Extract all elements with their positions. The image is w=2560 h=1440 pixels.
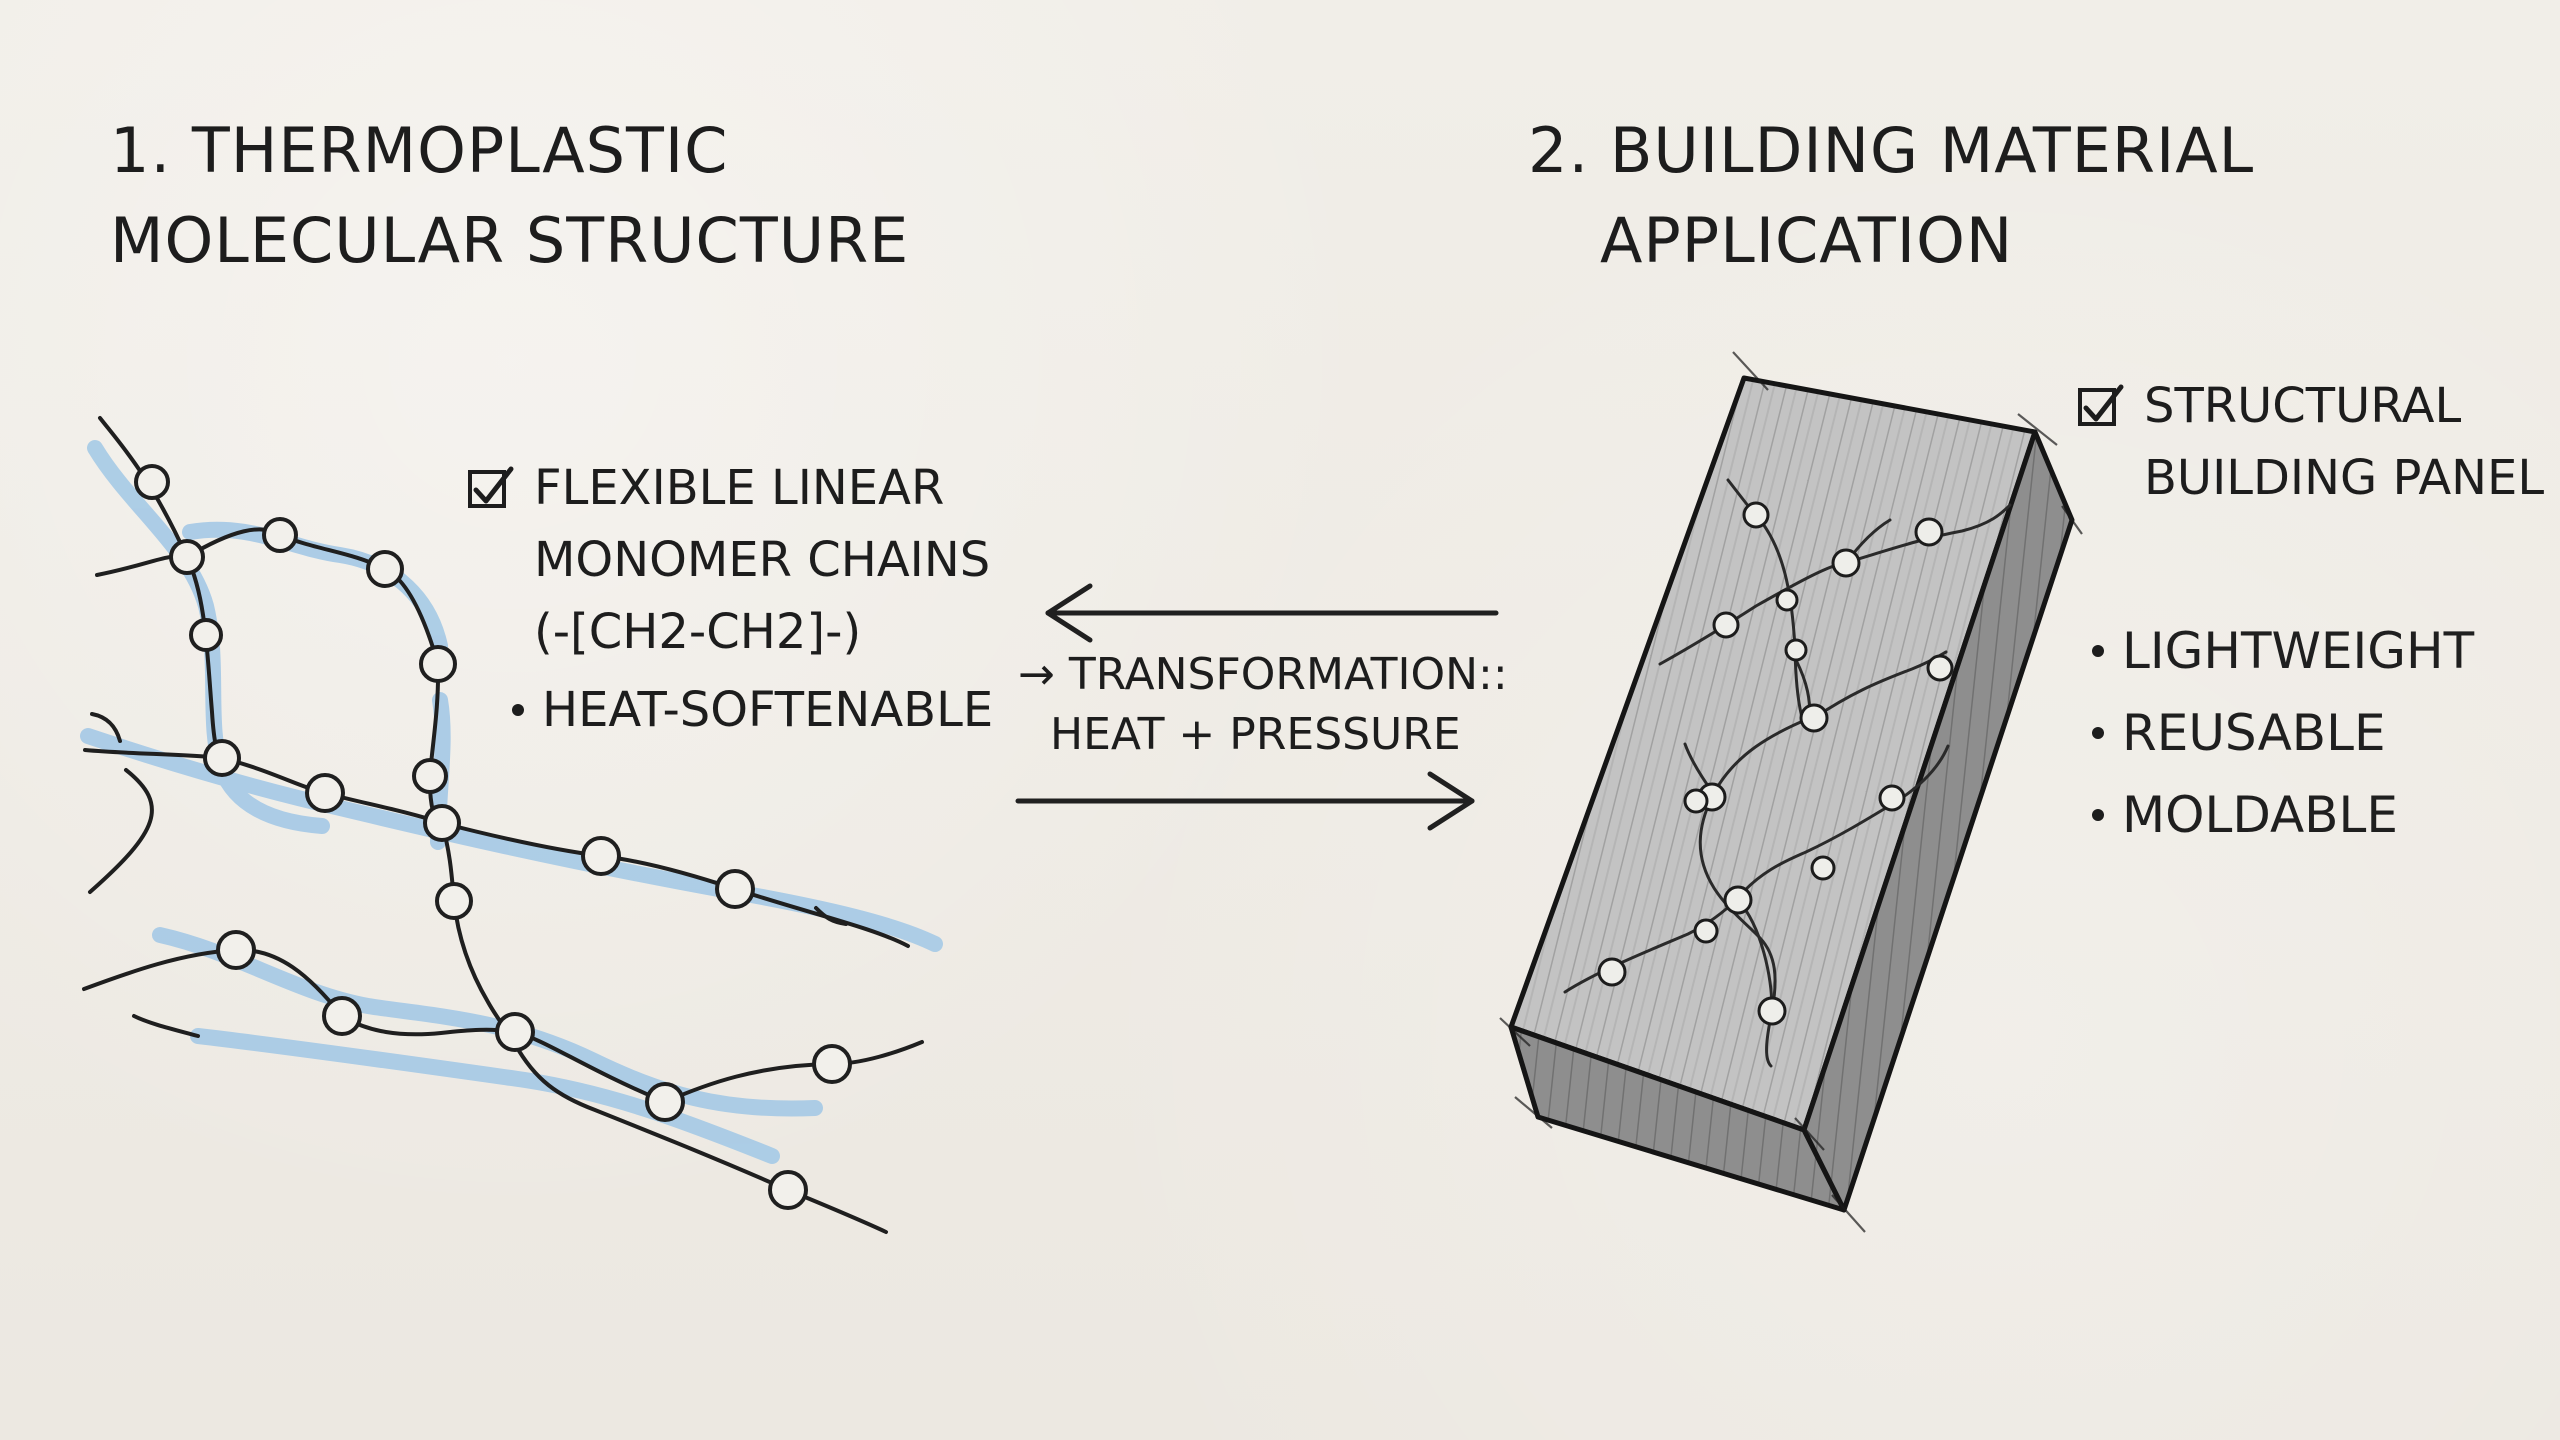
building-panel-illustration bbox=[1499, 351, 2083, 1233]
right-title-line-1: 2. BUILDING MATERIAL bbox=[1528, 114, 2255, 187]
right-bullet-item: REUSABLE bbox=[2092, 692, 2474, 774]
right-check-row: STRUCTURAL BUILDING PANEL bbox=[2076, 370, 2546, 514]
right-title-line-2: APPLICATION bbox=[1600, 204, 2014, 277]
chain-nodes bbox=[134, 464, 852, 1210]
left-note-line-1: FLEXIBLE LINEAR bbox=[534, 460, 945, 516]
left-notes: FLEXIBLE LINEAR MONOMER CHAINS (-[CH2-CH… bbox=[466, 452, 993, 746]
bullet-icon bbox=[512, 704, 524, 716]
right-note-text: STRUCTURAL BUILDING PANEL bbox=[2144, 370, 2544, 514]
polymer-chain-diagram bbox=[80, 416, 943, 1234]
transformation-line-1: → TRANSFORMATION:: bbox=[1018, 649, 1508, 700]
left-note-line-3: (-[CH2-CH2]-) bbox=[534, 604, 862, 660]
right-bullet-list: LIGHTWEIGHT REUSABLE MOLDABLE bbox=[2092, 610, 2474, 856]
left-check-row: FLEXIBLE LINEAR MONOMER CHAINS (-[CH2-CH… bbox=[466, 452, 990, 668]
transformation-label: → TRANSFORMATION:: HEAT + PRESSURE bbox=[1010, 645, 1508, 765]
right-note-line-2: BUILDING PANEL bbox=[2144, 450, 2545, 506]
right-bullet-text: LIGHTWEIGHT bbox=[2122, 622, 2475, 680]
left-title-line-2: MOLECULAR STRUCTURE bbox=[110, 204, 910, 277]
left-section-title: 1. THERMOPLASTIC MOLECULAR STRUCTURE bbox=[110, 106, 910, 286]
left-bullet-row: HEAT-SOFTENABLE bbox=[466, 674, 993, 746]
right-bullet-text: REUSABLE bbox=[2122, 704, 2386, 762]
right-bullet-text: MOLDABLE bbox=[2122, 786, 2398, 844]
right-note-line-1: STRUCTURAL bbox=[2144, 378, 2462, 434]
check-box-icon bbox=[468, 466, 514, 508]
bullet-icon bbox=[2092, 645, 2104, 657]
left-bullet-text: HEAT-SOFTENABLE bbox=[542, 682, 994, 738]
right-bullet-item: MOLDABLE bbox=[2092, 774, 2474, 856]
bullet-icon bbox=[2092, 809, 2104, 821]
left-title-line-1: 1. THERMOPLASTIC bbox=[110, 114, 729, 187]
transformation-arrows bbox=[1015, 583, 1499, 831]
right-section-title: 2. BUILDING MATERIAL APPLICATION bbox=[1528, 106, 2288, 286]
bullet-icon bbox=[2092, 727, 2104, 739]
left-note-text: FLEXIBLE LINEAR MONOMER CHAINS (-[CH2-CH… bbox=[534, 452, 990, 668]
right-notes: STRUCTURAL BUILDING PANEL bbox=[2076, 370, 2546, 514]
left-note-line-2: MONOMER CHAINS bbox=[534, 532, 991, 588]
check-box-icon bbox=[2078, 384, 2124, 426]
right-bullet-item: LIGHTWEIGHT bbox=[2092, 610, 2474, 692]
transformation-line-2: HEAT + PRESSURE bbox=[1050, 709, 1461, 760]
